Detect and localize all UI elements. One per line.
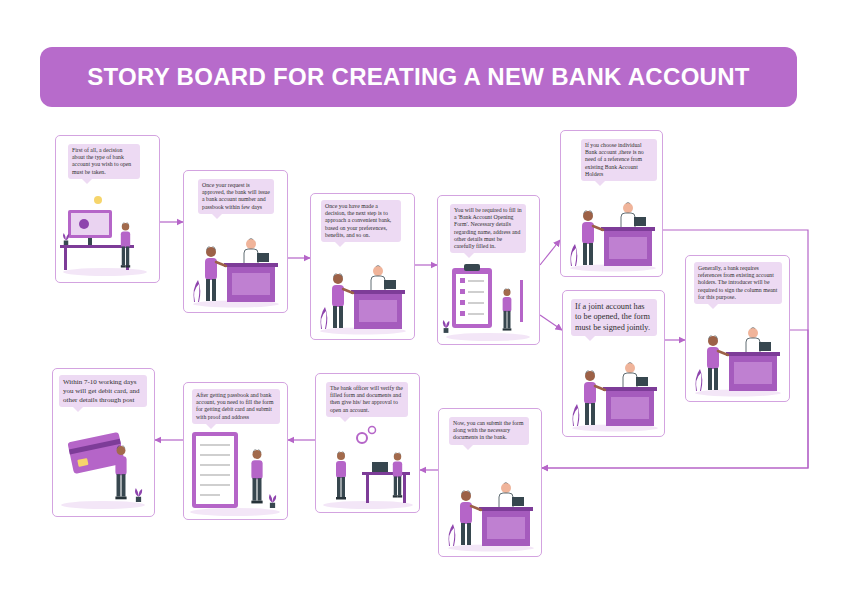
speech-bubble: First of all, a decision about the type …: [68, 144, 140, 179]
speech-bubble: Once your request is approved, the bank …: [198, 179, 274, 214]
speech-bubble: Within 7-10 working days you will get de…: [59, 375, 147, 407]
story-panel: First of all, a decision about the type …: [55, 135, 160, 283]
story-panel: Within 7-10 working days you will get de…: [52, 368, 155, 517]
flow-arrow: [420, 469, 438, 470]
story-panel: If you choose individual Bank account ,t…: [560, 130, 663, 277]
title-banner: STORY BOARD FOR CREATING A NEW BANK ACCO…: [40, 47, 797, 107]
speech-bubble: The bank officer will verify the filled …: [326, 382, 408, 417]
desk-illustration: [60, 196, 147, 276]
officer-illustration: [323, 427, 413, 510]
bank-counter-illustration: [320, 266, 406, 335]
story-panel: Now, you can submit the form along with …: [438, 408, 542, 557]
flow-arrow: [542, 330, 808, 468]
bank-counter-illustration: [695, 328, 781, 397]
form-illustration: [443, 264, 530, 341]
flow-arrow: [288, 257, 310, 258]
speech-bubble: Once you have made a decision, the next …: [321, 200, 401, 242]
bank-counter-illustration: [448, 483, 534, 552]
speech-bubble: Generally, a bank requires references fr…: [694, 262, 782, 304]
speech-bubble: After getting passbook and bank account,…: [192, 389, 280, 424]
bank-counter-illustration: [570, 203, 656, 272]
flow-arrow: [542, 230, 808, 468]
speech-bubble: Now, you can submit the form along with …: [449, 417, 529, 445]
bank-counter-illustration: [572, 363, 658, 432]
story-panel: You will be required to fill in a 'Bank …: [437, 195, 540, 345]
title: STORY BOARD FOR CREATING A NEW BANK ACCO…: [87, 63, 750, 91]
flow-arrow: [160, 221, 183, 222]
flow-arrow: [665, 339, 685, 340]
story-panel: After getting passbook and bank account,…: [183, 382, 288, 520]
speech-bubble: If a joint account has to be opened, the…: [571, 299, 657, 336]
speech-bubble: If you choose individual Bank account ,t…: [581, 139, 657, 181]
story-panel: The bank officer will verify the filled …: [315, 373, 420, 513]
flow-arrow: [288, 439, 315, 440]
story-panel: Generally, a bank requires references fr…: [685, 255, 790, 402]
story-panel: If a joint account has to be opened, the…: [562, 290, 665, 437]
speech-bubble: You will be required to fill in a 'Bank …: [450, 204, 526, 253]
bank-counter-illustration: [193, 239, 279, 308]
debit-card-illustration: [61, 432, 145, 509]
story-panel: Once your request is approved, the bank …: [183, 170, 288, 313]
flow-arrow: [540, 315, 562, 330]
flow-arrow: [415, 264, 437, 265]
form-illustration: [190, 432, 280, 516]
story-panel: Once you have made a decision, the next …: [310, 193, 415, 340]
flow-arrow: [155, 439, 183, 440]
flow-arrow: [540, 240, 560, 265]
